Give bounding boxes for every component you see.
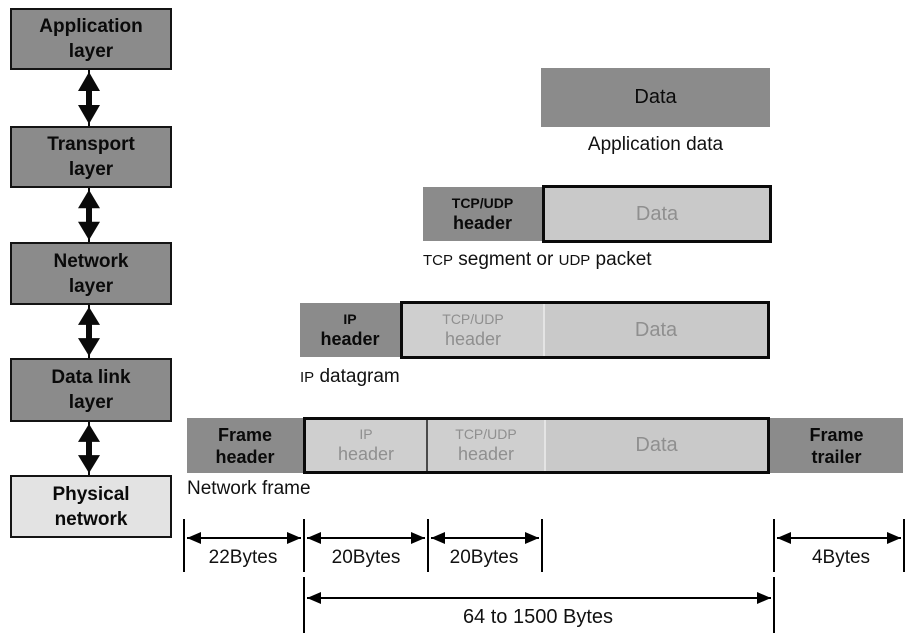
data-label: Data: [635, 202, 679, 225]
data-label: Data: [634, 318, 678, 341]
measurement-tick: [773, 577, 775, 633]
tcpudp-header-section: TCP/UDP header: [426, 420, 544, 471]
layer-box-network: Network layer: [10, 242, 172, 305]
measurement-tick: [303, 519, 305, 572]
header-acronym: TCP/UDP: [451, 194, 514, 211]
layer-label: Application layer: [39, 16, 143, 62]
byte-label-frame-trailer: 4Bytes: [811, 547, 871, 568]
segment-payload-box: Data: [542, 185, 772, 243]
measurement-tick: [427, 519, 429, 572]
application-data-caption: Application data: [587, 134, 724, 155]
byte-label-payload-range: 64 to 1500 Bytes: [462, 606, 614, 628]
measure-arrow-payload-range: [307, 592, 771, 604]
measurement-tick: [541, 519, 543, 572]
data-section: Data: [544, 420, 767, 471]
layer-label: Physical network: [52, 483, 130, 530]
measurement-tick: [773, 519, 775, 572]
layer-box-physical: Physical network: [10, 475, 172, 538]
data-section: Data: [545, 188, 769, 240]
trailer-word: Frame: [809, 424, 864, 445]
data-label: Data: [634, 86, 677, 108]
header-word: header: [215, 446, 275, 467]
header-word: header: [452, 212, 513, 233]
frame-header-box: Frame header: [187, 418, 303, 473]
byte-label-frame-header: 22Bytes: [208, 547, 278, 568]
double-arrow-icon: [76, 305, 102, 358]
byte-label-tcp-header: 20Bytes: [449, 547, 519, 568]
measure-arrow-frame-trailer: [777, 532, 901, 544]
data-section: Data: [543, 304, 767, 356]
header-acronym: IP: [343, 310, 357, 327]
frame-payload-box: IP header TCP/UDP header Data: [303, 417, 770, 474]
ip-header-box: IP header: [300, 303, 400, 357]
tcp-segment-caption: TCP segment or UDP packet: [423, 249, 652, 270]
application-data-box: Data: [541, 68, 770, 127]
measurement-tick: [303, 577, 305, 633]
layer-box-application: Application layer: [10, 8, 172, 70]
header-word: header: [320, 328, 380, 349]
ip-header-section: IP header: [306, 420, 426, 471]
header-word: Frame: [217, 424, 273, 445]
layer-label: Data link layer: [51, 367, 131, 413]
layer-label: Transport layer: [47, 134, 135, 180]
tcpudp-header-box: TCP/UDP header: [423, 187, 542, 241]
network-frame-caption: Network frame: [187, 478, 311, 499]
datagram-payload-box: TCP/UDP header Data: [400, 301, 770, 359]
layer-label: Network layer: [53, 250, 129, 297]
trailer-word: trailer: [811, 446, 862, 467]
frame-trailer-box: Frame trailer: [770, 418, 903, 473]
double-arrow-icon: [76, 188, 102, 242]
layer-box-transport: Transport layer: [10, 126, 172, 188]
layer-box-datalink: Data link layer: [10, 358, 172, 422]
data-label: Data: [635, 434, 678, 456]
tcpudp-header-section: TCP/UDP header: [403, 304, 543, 356]
measure-arrow-ip-header: [307, 532, 425, 544]
byte-label-ip-header: 20Bytes: [331, 547, 401, 568]
double-arrow-icon: [76, 70, 102, 126]
double-arrow-icon: [76, 422, 102, 475]
measure-arrow-frame-header: [187, 532, 301, 544]
ip-datagram-caption: IP datagram: [300, 366, 400, 387]
measure-arrow-tcp-header: [431, 532, 539, 544]
measurement-tick: [183, 519, 185, 572]
measurement-tick: [903, 519, 905, 572]
